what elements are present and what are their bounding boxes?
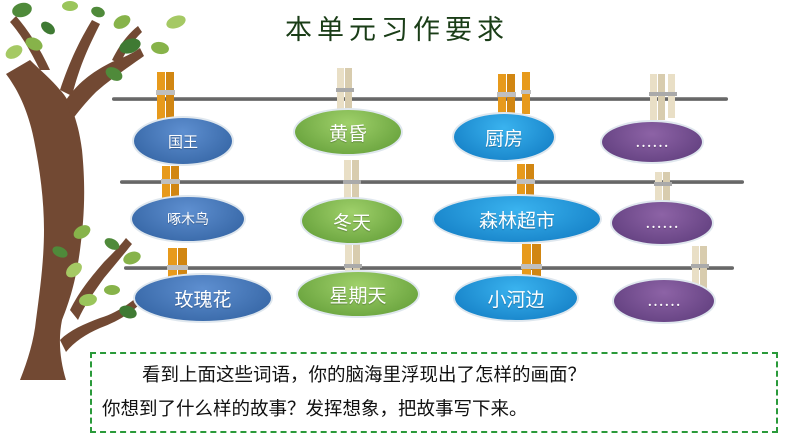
wooden-clothespin: [336, 68, 354, 114]
orange-clothespin: [521, 244, 542, 290]
orange-clothespin: [161, 166, 180, 208]
prompt-line-1: 看到上面这些词语，你的脑海里浮现出了怎样的画面？: [142, 365, 587, 386]
word-card-kitchen: 厨房: [452, 112, 556, 162]
rope-row-3: [124, 266, 734, 270]
orange-clothespin: [156, 72, 175, 120]
word-card-more: ……: [610, 200, 714, 246]
rope-row-2: [120, 180, 744, 184]
wooden-clothespin: [343, 160, 361, 206]
wooden-clothespin: [691, 246, 709, 290]
word-card-king: 国王: [132, 116, 234, 166]
word-card-forest-supermarket: 森林超市: [432, 194, 602, 244]
word-card-rose: 玫瑰花: [133, 273, 273, 323]
orange-clothespin: [516, 164, 535, 206]
page-title: 本单元习作要求: [285, 15, 509, 46]
orange-clothespin: [497, 74, 516, 120]
orange-clothespin: [521, 72, 531, 114]
word-card-woodpecker: 啄木鸟: [130, 195, 246, 243]
word-card-sunday: 星期天: [296, 270, 420, 318]
writing-prompt-box: 看到上面这些词语，你的脑海里浮现出了怎样的画面？ 你想到了什么样的故事？发挥想象…: [90, 352, 778, 433]
wooden-clothespin: [667, 74, 677, 118]
wooden-clothespin: [654, 172, 672, 214]
wooden-clothespin: [344, 242, 362, 288]
wooden-clothespin: [649, 74, 667, 120]
prompt-line-2: 你想到了什么样的故事？发挥想象，把故事写下来。: [102, 399, 528, 420]
orange-clothespin: [167, 248, 188, 292]
rope-row-1: [112, 97, 728, 101]
word-card-more: ……: [612, 278, 716, 324]
word-card-riverside: 小河边: [453, 274, 579, 322]
word-card-dusk: 黄昏: [293, 108, 403, 156]
word-card-winter: 冬天: [300, 197, 404, 245]
word-card-more: ……: [600, 120, 704, 164]
